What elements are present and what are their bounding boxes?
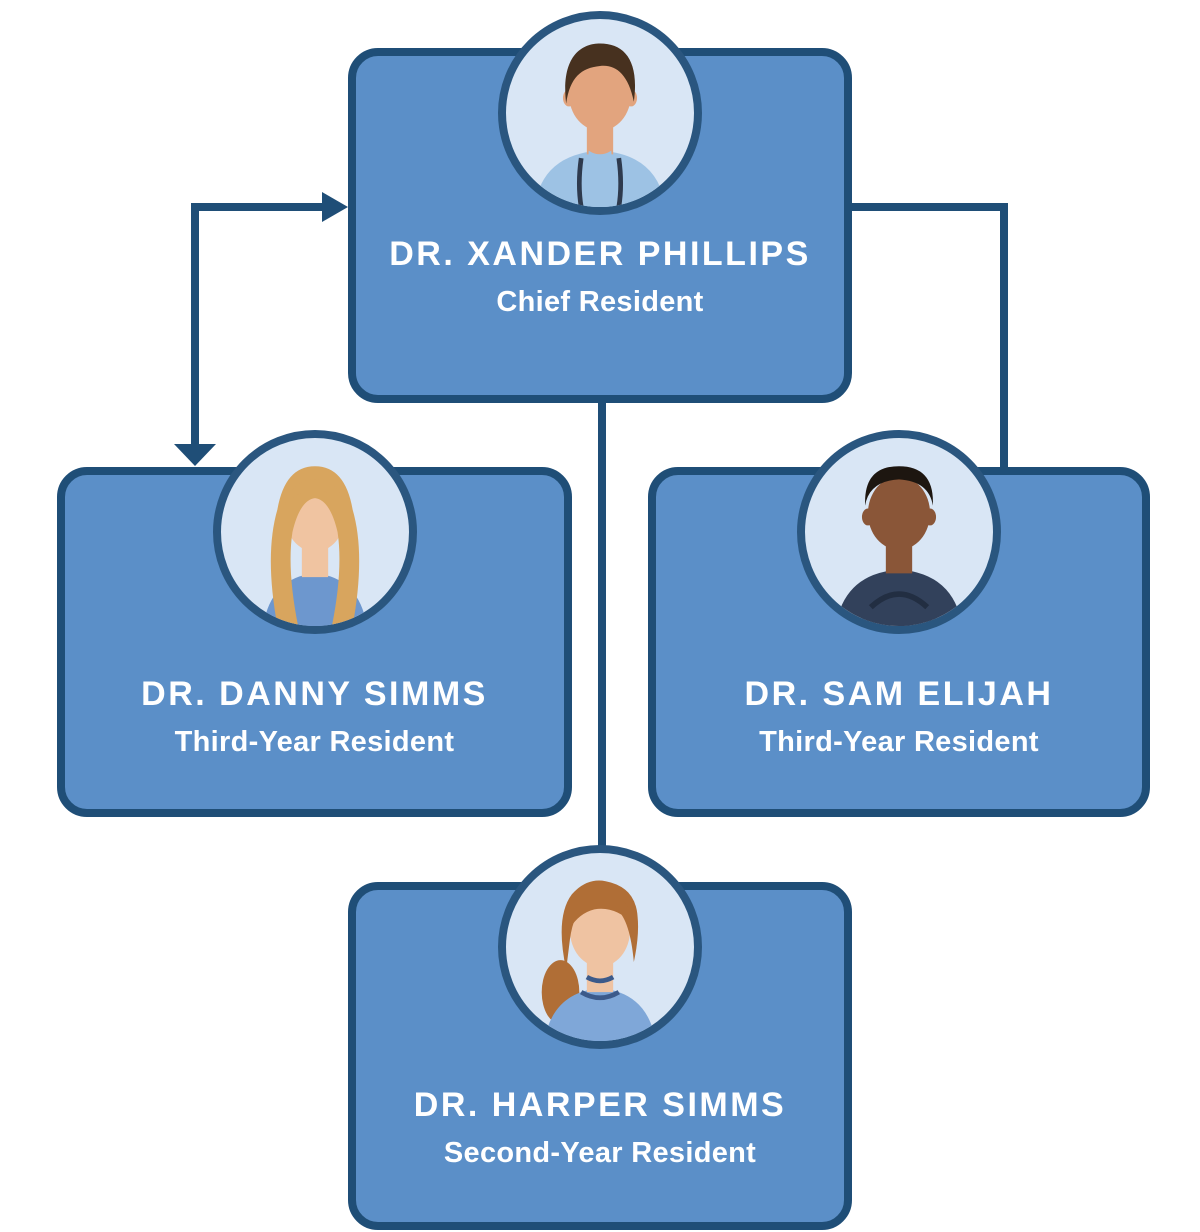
connector-xander-sam-vertical: [1000, 203, 1008, 471]
person-name: Dr. Xander Phillips: [389, 235, 811, 273]
person-role: Second-Year Resident: [443, 1137, 757, 1169]
connector-xander-danny-vertical: [191, 203, 199, 447]
arrowhead-into-danny-icon: [174, 444, 216, 466]
arrowhead-into-xander-icon: [322, 192, 348, 222]
person-role: Chief Resident: [496, 286, 704, 318]
person-name: Dr. Harper Simms: [413, 1086, 787, 1124]
org-card-danny-simms: Dr. Danny Simms Third-Year Resident: [57, 430, 572, 817]
person-role: Third-Year Resident: [759, 726, 1039, 758]
person-name: Dr. Danny Simms: [141, 675, 488, 713]
org-card-harper-simms: Dr. Harper Simms Second-Year Resident: [348, 845, 852, 1230]
avatar-photo-xander: [534, 43, 666, 207]
person-role: Third-Year Resident: [174, 726, 455, 758]
person-name: Dr. Sam Elijah: [744, 675, 1054, 713]
avatar-sam: [797, 430, 1001, 634]
connector-xander-harper-vertical: [598, 399, 606, 856]
avatar-photo-danny: [262, 466, 367, 626]
org-card-sam-elijah: Dr. Sam Elijah Third-Year Resident: [648, 430, 1150, 817]
avatar-danny: [212, 430, 417, 634]
avatar-photo-sam: [835, 466, 963, 626]
org-card-xander-phillips: Dr. Xander Phillips Chief Resident: [348, 11, 852, 403]
avatar-harper: [498, 845, 702, 1049]
avatar-photo-harper: [541, 880, 656, 1041]
connector-xander-danny-horizontal: [191, 203, 322, 211]
connector-xander-sam-horizontal: [848, 203, 1008, 211]
avatar-xander: [498, 11, 702, 215]
